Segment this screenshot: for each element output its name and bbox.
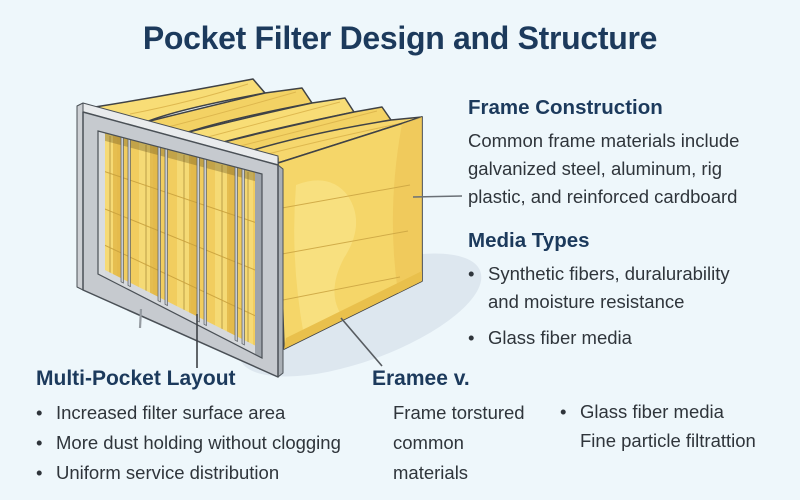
leader-line-eramee [340,317,383,367]
bottom-right-bullet: • Glass fiber media Fine particle filtra… [560,397,795,455]
multi-pocket-bullet: • Uniform service distribution [36,458,376,487]
bullet-icon: • [468,327,475,348]
bullet-line: and moisture resistance [488,291,685,312]
media-types-bullet: • Glass fiber media [468,324,798,352]
media-types-heading: Media Types [468,229,590,252]
bullet-icon: • [36,462,43,483]
bullet-line: Increased filter surface area [56,402,286,423]
bullet-line: Synthetic fibers, duralurability [488,263,730,284]
bullet-icon: • [36,402,43,423]
eramee-body-line: Frame torstured [393,402,525,423]
section-multi-pocket-layout: Multi-Pocket Layout • Increased filter s… [36,366,376,487]
filter-shadow [238,253,482,377]
leader-lines [138,195,463,368]
bullet-icon: • [560,401,567,422]
frame-construction-body-line: Common frame materials include [468,130,740,151]
multi-pocket-bullet: • More dust holding without clogging [36,428,376,457]
page-title: Pocket Filter Design and Structure [142,20,658,56]
frame-construction-heading: Frame Construction [468,96,663,119]
bullet-line: More dust holding without clogging [56,432,341,453]
right-side-pocket-panel [277,116,423,350]
eramee-body-line: common [393,432,464,453]
section-media-types: Media Types • Synthetic fibers, duralura… [468,228,798,352]
pocket-top-folds [94,78,423,164]
multi-pocket-bullet: • Increased filter surface area [36,398,376,427]
bullet-icon: • [36,432,43,453]
bullet-line: Uniform service distribution [56,462,280,483]
section-frame-construction: Frame Construction Common frame material… [468,95,798,211]
bullet-line: Glass fiber media [488,327,632,348]
eramee-body-line: materials [393,462,469,483]
media-types-bullet: • Synthetic fibers, duralurability and m… [468,260,798,316]
frame-construction-body-line: galvanized steel, aluminum, rig [468,158,722,179]
section-eramee: Eramee v. Frame torstured common materia… [372,366,572,488]
filter-interior-pockets [97,130,263,359]
frame-construction-body-line: plastic, and reinforced cardboard [468,186,738,207]
section-bottom-right: • Glass fiber media Fine particle filtra… [560,397,795,455]
bullet-line: Glass fiber media [580,401,724,422]
bullet-line: Fine particle filtrattion [580,430,756,451]
multi-pocket-heading: Multi-Pocket Layout [36,367,236,390]
bullet-icon: • [468,263,475,284]
eramee-heading: Eramee v. [372,367,470,390]
leader-line-frame-construction [412,195,463,198]
leader-line-frame-short [138,308,143,329]
